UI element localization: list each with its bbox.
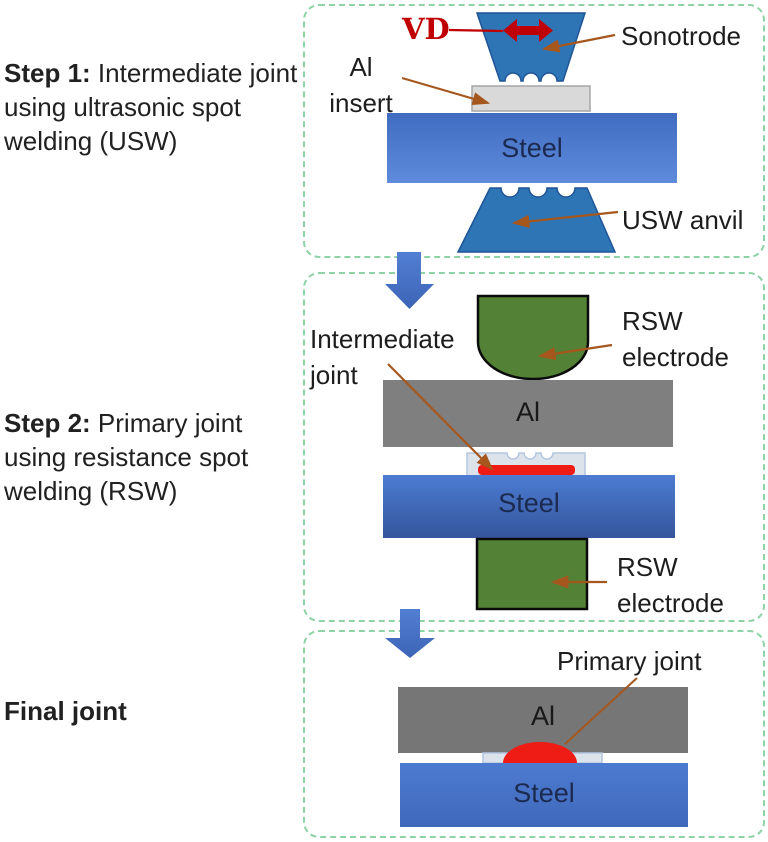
step2-caption: Step 2: Primary joint using resistance s… bbox=[4, 406, 298, 508]
steel-label-final: Steel bbox=[513, 778, 575, 808]
rsw-electrode-bottom-line2: electrode bbox=[617, 588, 724, 618]
vd-label: VD bbox=[402, 12, 450, 46]
final-joint-caption-text: Final joint bbox=[4, 696, 127, 726]
rsw-electrode-bottom-line1: RSW bbox=[617, 552, 678, 582]
usw-anvil-label: USW anvil bbox=[622, 205, 744, 235]
step2-caption-prefix: Step 2: bbox=[4, 408, 91, 438]
rsw-electrode-bottom-label: RSW electrode bbox=[617, 549, 724, 621]
rsw-electrode-top-label: RSW electrode bbox=[622, 303, 729, 375]
step2-caption-text: Primary joint using resistance spot weld… bbox=[4, 408, 249, 506]
step1-caption: Step 1: Intermediate joint using ultraso… bbox=[4, 56, 298, 158]
sonotrode-label: Sonotrode bbox=[621, 21, 741, 51]
step1-caption-prefix: Step 1: bbox=[4, 58, 91, 88]
final-joint-caption: Final joint bbox=[4, 694, 298, 728]
intermediate-joint-line1: Intermediate bbox=[310, 324, 455, 354]
al-insert-label-line1: Al bbox=[349, 52, 373, 82]
rsw-electrode-top-line1: RSW bbox=[622, 306, 683, 336]
al-insert-label: Al insert bbox=[314, 49, 408, 121]
al-label-step2: Al bbox=[515, 397, 540, 427]
primary-joint-label: Primary joint bbox=[557, 646, 702, 676]
intermediate-joint-label: Intermediate joint bbox=[310, 321, 455, 393]
steel-label-step1: Steel bbox=[501, 133, 563, 163]
step1-caption-text: Intermediate joint using ultrasonic spot… bbox=[4, 58, 298, 156]
rsw-electrode-top-line2: electrode bbox=[622, 342, 729, 372]
intermediate-joint-line2: joint bbox=[310, 360, 358, 390]
al-insert-label-line2: insert bbox=[329, 88, 393, 118]
al-label-final: Al bbox=[530, 701, 555, 731]
steel-label-step2: Steel bbox=[498, 488, 560, 518]
